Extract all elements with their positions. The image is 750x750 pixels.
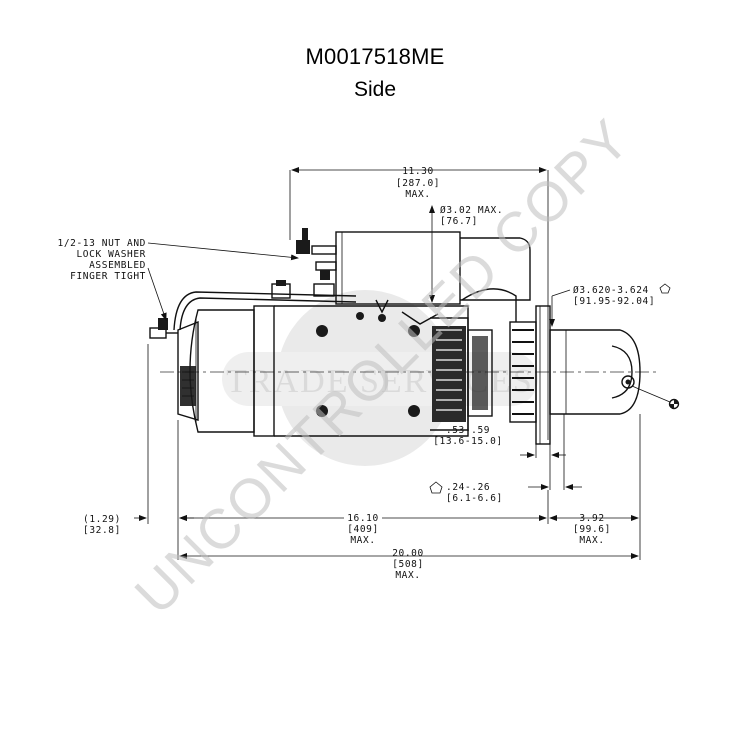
part-number-title: M0017518ME bbox=[305, 44, 445, 69]
nut-callout-line1: 1/2-13 NUT AND bbox=[58, 238, 146, 249]
nut-callout-line3: ASSEMBLED bbox=[89, 260, 146, 271]
dim-nose-length-in: 3.92 bbox=[579, 513, 604, 524]
dim-pilot-dia-mm: [91.95-92.04] bbox=[573, 296, 655, 307]
dim-flange-in: .53-.59 bbox=[446, 425, 490, 436]
dim-flange-thk: .24-.26 [6.1-6.6] bbox=[429, 414, 582, 504]
dim-flange: .53-.59 [13.6-15.0] bbox=[433, 420, 566, 490]
dim-left-stud-mm: [32.8] bbox=[83, 525, 121, 536]
view-title: Side bbox=[353, 78, 397, 101]
solenoid bbox=[173, 228, 531, 331]
dim-overall-length-note: MAX. bbox=[395, 570, 420, 581]
dim-flange-thk-mm: [6.1-6.6] bbox=[446, 493, 503, 504]
dim-solenoid-dia-mm: [76.7] bbox=[440, 216, 478, 227]
dim-left-stud-in: (1.29) bbox=[83, 514, 121, 525]
dim-pilot-dia-in: Ø3.620-3.624 bbox=[573, 285, 649, 296]
dim-body-length-in: 16.10 bbox=[347, 513, 379, 524]
dim-overall-top-mm: [287.0] bbox=[396, 178, 440, 189]
dim-overall-top-in: 11.30 bbox=[402, 166, 434, 177]
dim-body-length: 16.10 [409] MAX. bbox=[179, 513, 547, 546]
dim-body-length-mm: [409] bbox=[347, 524, 379, 535]
nut-callout-line2: LOCK WASHER bbox=[76, 249, 146, 260]
dim-pilot-dia: Ø3.620-3.624 [91.95-92.04] bbox=[549, 283, 671, 327]
dim-solenoid-dia: Ø3.02 MAX. [76.7] bbox=[429, 205, 503, 303]
dim-nose-length-note: MAX. bbox=[579, 535, 604, 546]
dim-flange-thk-in: .24-.26 bbox=[446, 482, 490, 493]
dim-body-length-note: MAX. bbox=[350, 535, 375, 546]
dim-nose-length-mm: [99.6] bbox=[573, 524, 611, 535]
dim-solenoid-dia-in: Ø3.02 MAX. bbox=[440, 205, 503, 216]
dim-nose-length: 3.92 [99.6] MAX. bbox=[549, 513, 639, 546]
dim-overall-top: 11.30 [287.0] MAX. bbox=[289, 166, 549, 440]
nut-callout-line4: FINGER TIGHT bbox=[70, 271, 146, 282]
dim-overall-top-note: MAX. bbox=[405, 189, 430, 200]
watermark-text: UNCONTROLLED COPY bbox=[122, 106, 642, 626]
nut-callout: 1/2-13 NUT AND LOCK WASHER ASSEMBLED FIN… bbox=[58, 238, 299, 321]
starter-motor bbox=[149, 305, 680, 445]
uncontrolled-copy-watermark: UNCONTROLLED COPY bbox=[122, 106, 642, 626]
dim-overall-length-in: 20.00 bbox=[392, 548, 424, 559]
dim-flange-mm: [13.6-15.0] bbox=[433, 436, 503, 447]
dim-overall-length-mm: [508] bbox=[392, 559, 424, 570]
dim-overall-length: 20.00 [508] MAX. bbox=[179, 548, 639, 581]
